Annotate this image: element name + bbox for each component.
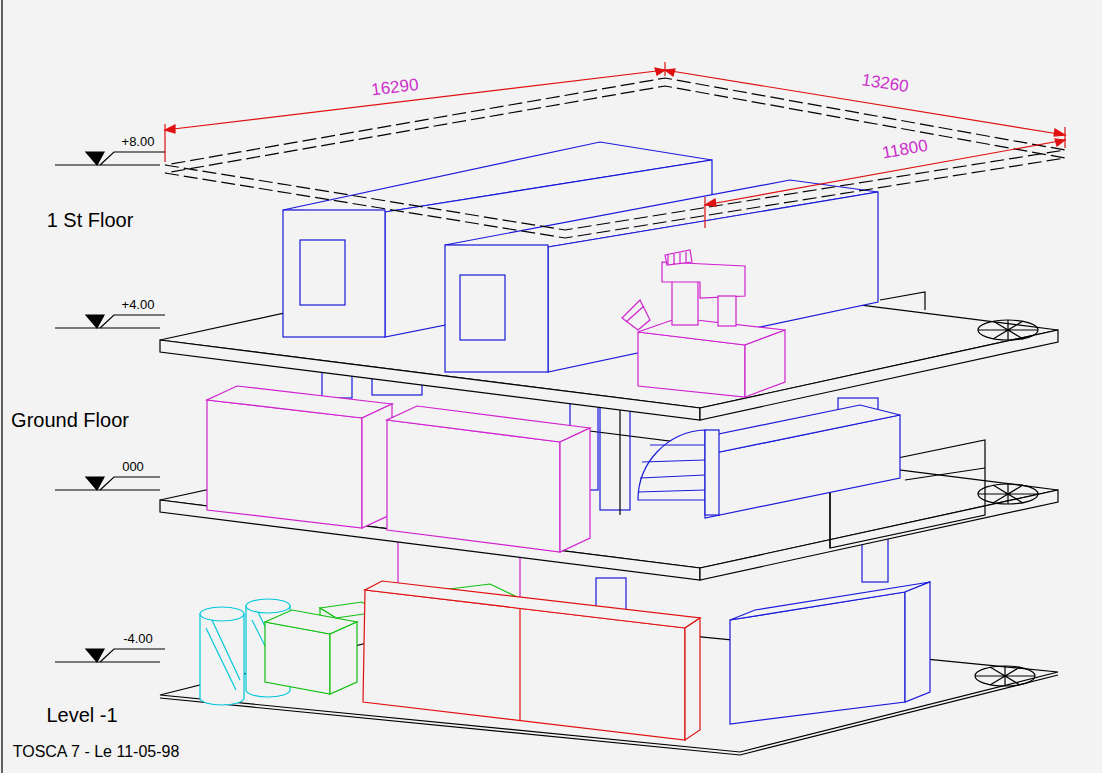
level-triangle <box>86 649 104 662</box>
slab-edge <box>700 330 1058 420</box>
unit-top <box>730 582 930 620</box>
sheet-border <box>1 0 2 773</box>
unit-top <box>207 386 392 418</box>
unit-side <box>685 618 700 740</box>
fan <box>978 320 1038 340</box>
level-label: +4.00 <box>122 298 155 312</box>
magenta-units <box>207 386 590 552</box>
dimension-tick <box>1064 127 1065 148</box>
fan <box>978 484 1038 504</box>
unit-side <box>560 428 590 552</box>
roof-plane <box>165 86 1065 238</box>
tank-top <box>246 599 290 613</box>
duct-opening <box>460 275 505 340</box>
dimension-line <box>165 70 665 130</box>
fan-blades <box>975 666 1035 686</box>
level-label: +8.00 <box>122 135 155 149</box>
machine-fan <box>622 300 650 330</box>
level-leader <box>100 315 165 328</box>
dimension-line <box>665 70 1065 135</box>
level-leader <box>100 152 165 165</box>
air-handler <box>638 405 900 518</box>
unit-top <box>365 581 700 628</box>
level-line <box>55 489 160 490</box>
level-label: 000 <box>122 460 144 474</box>
frame-line <box>905 468 985 480</box>
unit-side <box>330 622 357 694</box>
duct-segments <box>638 445 705 492</box>
blue-unit <box>730 582 930 724</box>
level-leader <box>100 477 160 490</box>
dimension-tick <box>704 197 705 228</box>
tank <box>200 614 244 705</box>
dimension-lines <box>165 62 1065 228</box>
duct-front <box>445 245 548 372</box>
dimension-tick <box>664 62 665 76</box>
fan-symbol <box>975 666 1035 686</box>
unit-front <box>207 400 362 528</box>
floor-name: Level -1 <box>46 704 117 726</box>
duct-opening <box>300 240 345 305</box>
dimension-label: 11800 <box>881 137 930 163</box>
machine-post <box>718 296 736 326</box>
tank-top <box>200 607 244 621</box>
frame-line <box>619 405 620 515</box>
level-triangle <box>86 315 104 328</box>
roof-plane <box>165 78 1065 230</box>
dimension-label: 13260 <box>860 71 910 97</box>
machine-side <box>745 330 785 397</box>
red-unit <box>363 581 700 740</box>
floor-name: Ground Floor <box>11 409 129 431</box>
fan-symbol <box>978 484 1038 504</box>
level-leader <box>100 649 165 662</box>
unit-side <box>905 582 930 702</box>
machine-motor <box>665 250 692 265</box>
tank-hatch <box>206 628 236 690</box>
duct-bend <box>638 430 705 500</box>
machine-post <box>672 280 698 325</box>
level-triangle <box>86 152 104 165</box>
level-label: -4.00 <box>123 632 153 646</box>
tank-hatch <box>212 620 240 680</box>
floor-name: 1 St Floor <box>47 209 134 231</box>
fan-blades <box>978 484 1038 504</box>
duct-flange <box>705 430 719 515</box>
dimension-arrows <box>165 68 1065 206</box>
machine <box>622 250 785 397</box>
level-line <box>55 164 160 165</box>
level-line <box>55 327 160 328</box>
fan-symbol <box>978 320 1038 340</box>
column <box>600 395 630 510</box>
fan <box>975 666 1035 686</box>
unit-top <box>387 406 590 442</box>
level-line <box>55 661 160 662</box>
machine-head <box>662 262 745 298</box>
fan-blades <box>978 320 1038 340</box>
slab-detail <box>880 292 925 310</box>
air-ducts <box>283 142 878 372</box>
duct-front <box>283 210 385 337</box>
unit-front <box>387 420 560 552</box>
drawing-stamp: TOSCA 7 - Le 11-05-98 <box>13 743 180 761</box>
unit-split <box>519 608 520 720</box>
roof-outline <box>165 78 1065 238</box>
dimension-label: 16290 <box>370 76 419 100</box>
level-triangle <box>86 477 104 490</box>
frame-outline <box>620 405 985 548</box>
